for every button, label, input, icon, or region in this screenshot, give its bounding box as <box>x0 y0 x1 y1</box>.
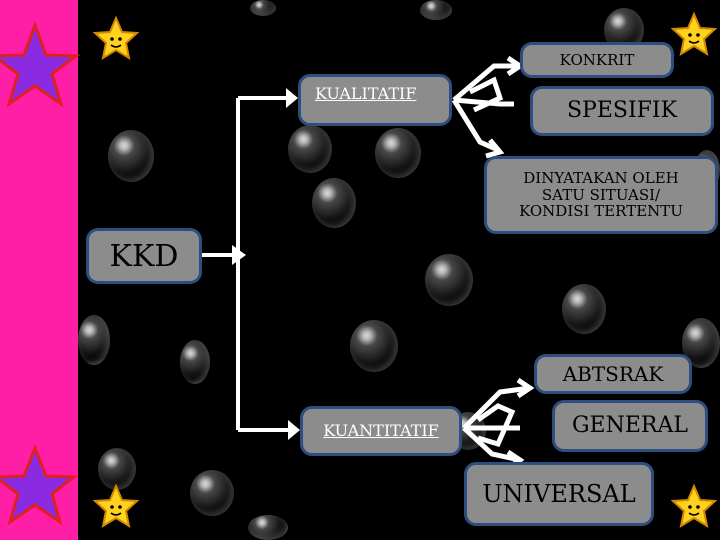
star-icon <box>0 25 76 104</box>
fan-arrows-top <box>454 58 520 156</box>
star-icon <box>0 448 74 522</box>
smiley-star-icon <box>95 486 137 526</box>
smiley-star-icon <box>673 14 715 54</box>
smiley-star-icon <box>95 18 137 58</box>
node-abstrak: ABTSRAK <box>534 354 692 394</box>
node-konkrit: KONKRIT <box>520 42 674 78</box>
node-kuantitatif: KUANTITATIF <box>300 406 462 456</box>
node-spesifik: SPESIFIK <box>530 86 714 136</box>
node-general: GENERAL <box>552 400 708 452</box>
node-kualitatif: KUALITATIF <box>298 74 452 126</box>
smiley-star-icon <box>673 486 715 526</box>
fan-arrows-bottom <box>464 380 530 468</box>
node-universal: UNIVERSAL <box>464 462 654 526</box>
node-kkd: KKD <box>86 228 202 284</box>
node-dinyatakan: DINYATAKAN OLEH SATU SITUASI/ KONDISI TE… <box>484 156 718 234</box>
arrowhead <box>286 88 298 108</box>
arrowhead <box>288 420 300 440</box>
